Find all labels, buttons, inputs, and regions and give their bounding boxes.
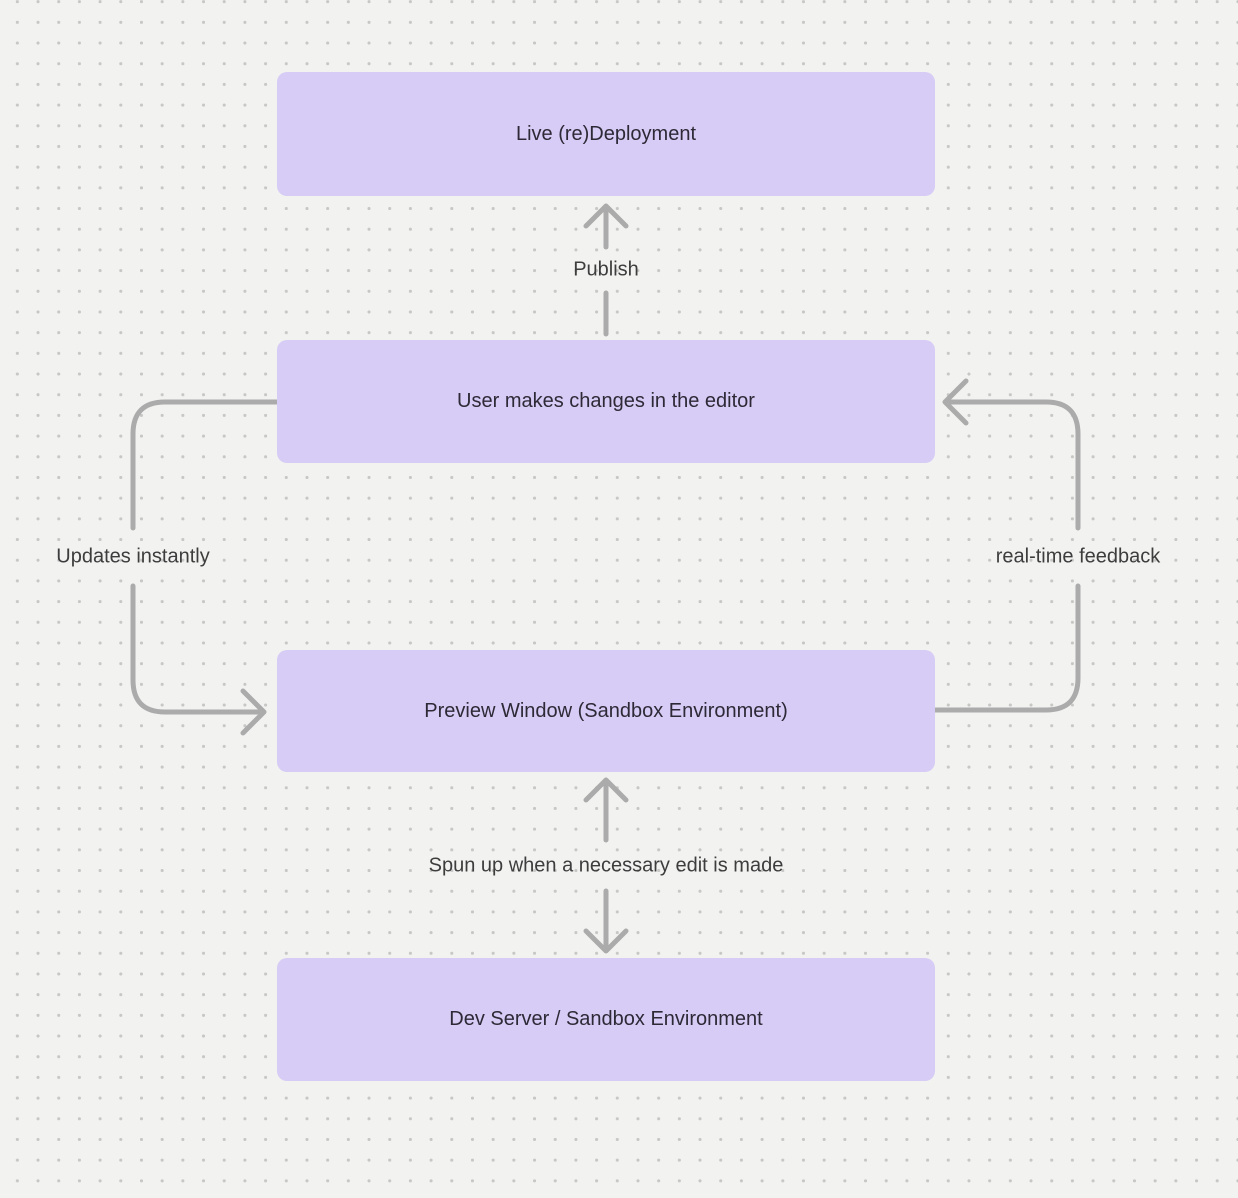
edge-label-spun-up: Spun up when a necessary edit is made [428, 854, 784, 877]
updates-curve-top [130, 399, 280, 531]
edge-label-publish: Publish [573, 258, 639, 281]
node-preview-window-label: Preview Window (Sandbox Environment) [424, 699, 788, 722]
edge-spun-up [583, 777, 629, 954]
feedback-curve-top [947, 399, 1081, 531]
node-user-changes-label: User makes changes in the editor [457, 390, 755, 412]
updates-curve-bottom [130, 583, 261, 715]
edge-label-updates-instantly: Updates instantly [56, 545, 210, 568]
spunup-arrowhead-down [583, 928, 629, 954]
updates-arrowhead-right [240, 688, 267, 736]
edge-label-realtime-feedback: real-time feedback [995, 545, 1161, 568]
edge-updates-instantly [130, 399, 280, 736]
node-live-redeployment: Live (re)Deployment [277, 72, 935, 196]
spunup-arrowhead-up [583, 777, 629, 803]
node-dev-server: Dev Server / Sandbox Environment [277, 958, 935, 1081]
feedback-curve-bottom [932, 583, 1081, 713]
node-dev-server-label: Dev Server / Sandbox Environment [449, 1008, 763, 1030]
feedback-arrowhead-left [942, 378, 969, 426]
edge-realtime-feedback [932, 378, 1081, 713]
publish-arrowhead-up [583, 203, 629, 229]
node-preview-window: Preview Window (Sandbox Environment) [277, 650, 935, 772]
node-live-redeployment-label: Live (re)Deployment [515, 122, 697, 145]
node-user-changes: User makes changes in the editor [277, 340, 935, 463]
edge-publish [583, 203, 629, 337]
